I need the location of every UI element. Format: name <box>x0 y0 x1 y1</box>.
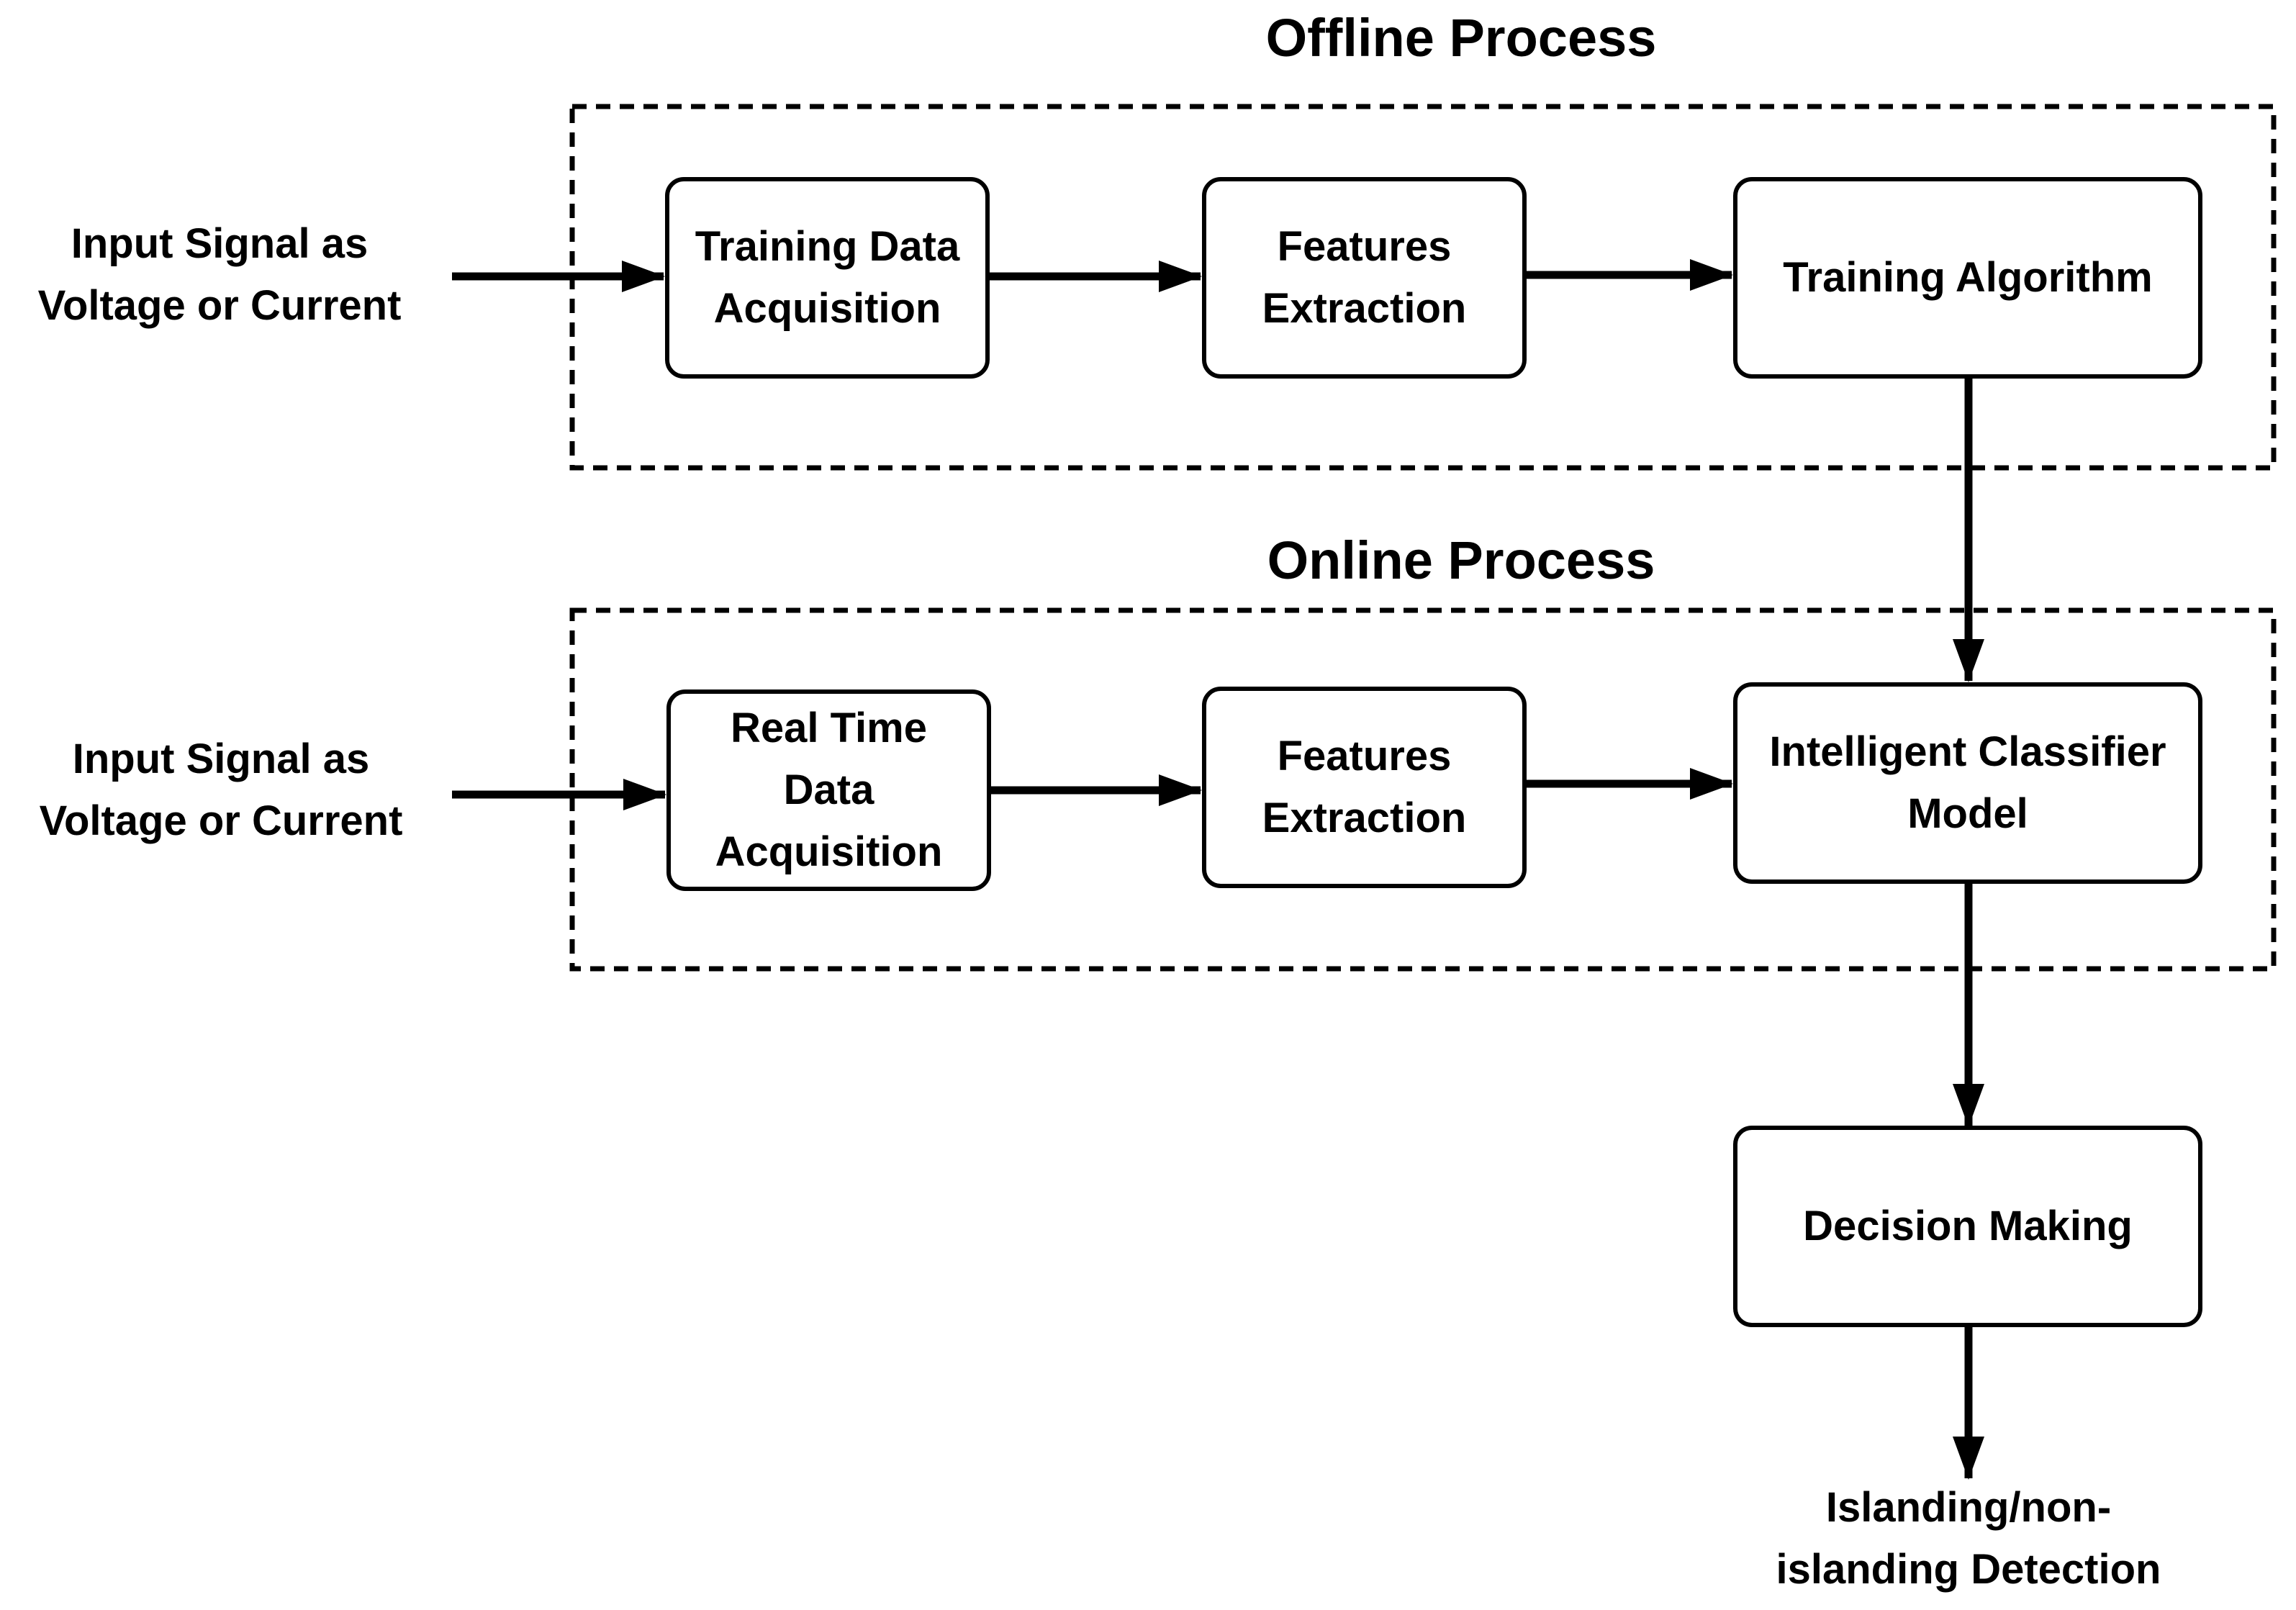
online-input-label: Input Signal as Voltage or Current <box>39 736 403 844</box>
training-algorithm-box: Training Algorithm <box>1733 177 2202 379</box>
offline-input-label: Input Signal as Voltage or Current <box>37 220 402 329</box>
online-features-extraction-box: Features Extraction <box>1202 687 1527 888</box>
decision-making-label: Decision Making <box>1803 1203 2133 1250</box>
online-process-title: Online Process <box>1267 530 1655 590</box>
offline-process-title: Offline Process <box>1265 8 1657 68</box>
offline-features-extraction-box: Features Extraction <box>1202 177 1527 379</box>
training-data-acquisition-box: Training Data Acquisition <box>665 177 990 379</box>
real-time-data-acquisition-label: Real Time Data Acquisition <box>715 705 943 875</box>
intelligent-classifier-model-label: Intelligent Classifier Model <box>1769 728 2166 837</box>
islanding-detection-output-label: Islanding/non- islanding Detection <box>1776 1484 2161 1593</box>
offline-process-frame <box>569 104 2277 471</box>
online-process-frame <box>569 607 2277 972</box>
intelligent-classifier-model-box: Intelligent Classifier Model <box>1733 682 2202 884</box>
decision-making-box: Decision Making <box>1733 1126 2202 1327</box>
real-time-data-acquisition-box: Real Time Data Acquisition <box>666 689 991 891</box>
offline-features-extraction-label: Features Extraction <box>1262 223 1467 332</box>
training-algorithm-label: Training Algorithm <box>1783 254 2153 302</box>
online-features-extraction-label: Features Extraction <box>1262 733 1467 841</box>
training-data-acquisition-label: Training Data Acquisition <box>695 223 960 332</box>
